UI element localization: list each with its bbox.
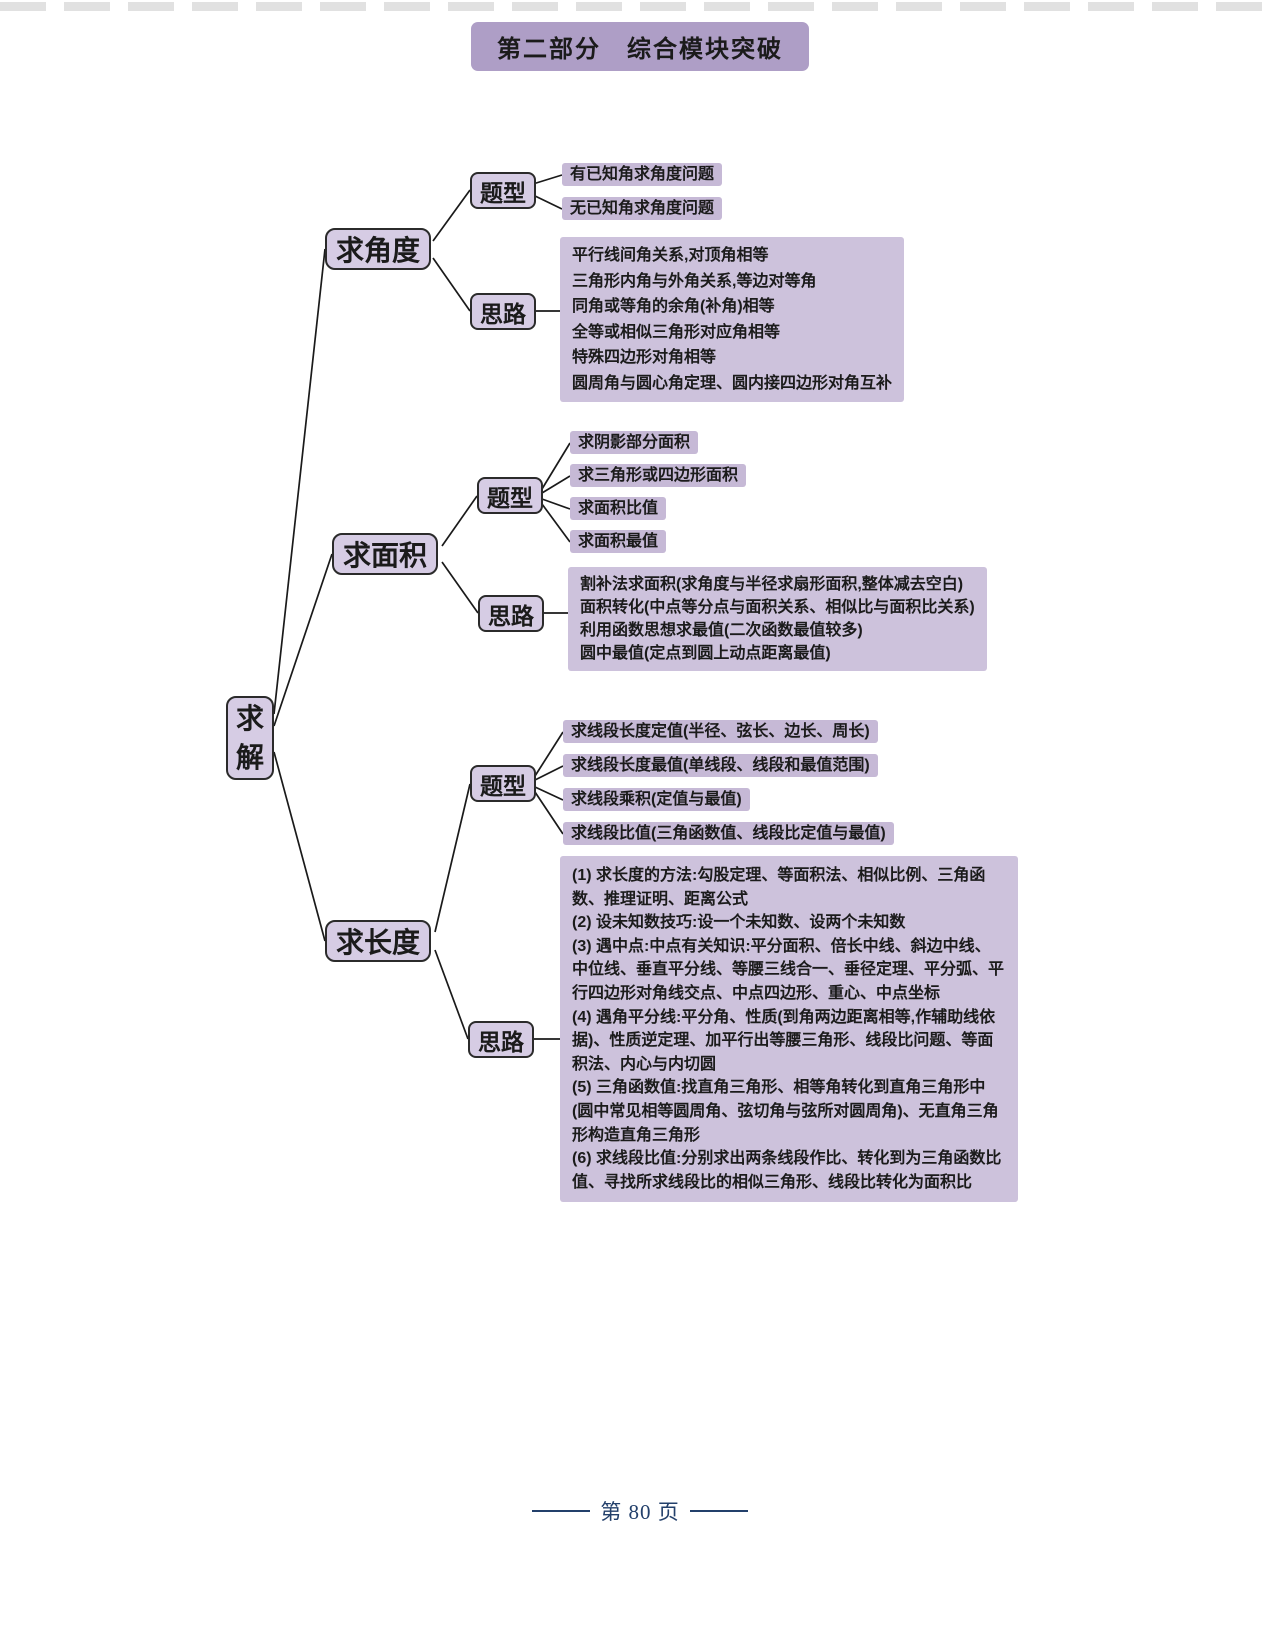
area-ideas-block: 割补法求面积(求角度与半径求扇形面积,整体减去空白) 面积转化(中点等分点与面积… [568, 567, 987, 671]
length-type-item: 求线段长度最值(单线段、线段和最值范围) [563, 754, 878, 777]
area-type-item: 求阴影部分面积 [570, 431, 699, 454]
length-type-item: 求线段长度定值(半径、弦长、边长、周长) [563, 720, 878, 743]
area-types-node: 题型 [477, 477, 543, 514]
root-node: 求解 [226, 696, 274, 780]
length-type-item: 求线段比值(三角函数值、线段比定值与最值) [563, 822, 894, 845]
page-header: 第二部分 综合模块突破 [471, 22, 809, 71]
page-footer: 第 80 页 [0, 1496, 1280, 1526]
branch-area-node: 求面积 [332, 533, 439, 575]
angle-types-node: 题型 [470, 172, 536, 209]
length-types-node: 题型 [470, 765, 536, 802]
area-type-item: 求面积比值 [570, 497, 667, 520]
branch-length-node: 求长度 [325, 920, 432, 962]
length-ideas-node: 思路 [468, 1021, 534, 1058]
area-type-item: 求面积最值 [570, 530, 667, 553]
torn-edge-decoration [0, 2, 1280, 11]
area-ideas-node: 思路 [478, 595, 544, 632]
angle-type-item: 有已知角求角度问题 [562, 163, 723, 186]
page-number: 第 80 页 [600, 1500, 680, 1524]
page-title: 第二部分 综合模块突破 [497, 36, 783, 63]
branch-angle-node: 求角度 [325, 228, 432, 270]
footer-rule-left [532, 1510, 591, 1512]
length-type-item: 求线段乘积(定值与最值) [563, 788, 750, 811]
angle-type-item: 无已知角求角度问题 [562, 197, 723, 220]
area-type-item: 求三角形或四边形面积 [570, 464, 747, 487]
footer-rule-right [689, 1510, 748, 1512]
angle-ideas-node: 思路 [470, 293, 536, 330]
length-ideas-block: (1) 求长度的方法:勾股定理、等面积法、相似比例、三角函数、推理证明、距离公式… [560, 856, 1018, 1203]
angle-ideas-block: 平行线间角关系,对顶角相等 三角形内角与外角关系,等边对等角 同角或等角的余角(… [560, 237, 905, 402]
